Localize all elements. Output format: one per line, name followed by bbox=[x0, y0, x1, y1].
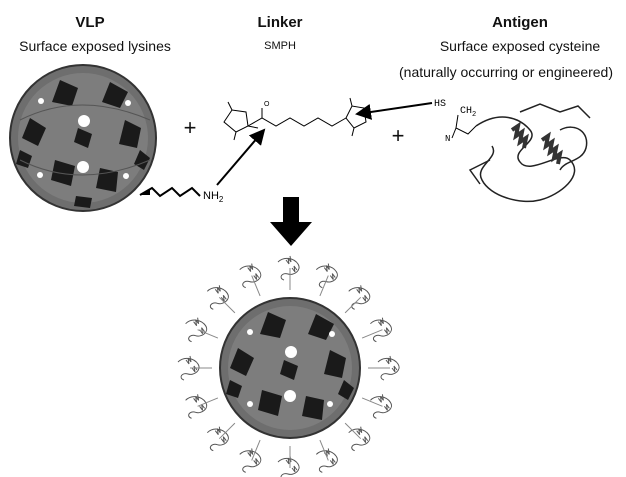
arrow-cysteine-to-linker bbox=[355, 102, 433, 120]
linker-oxygen-label: O bbox=[264, 101, 270, 108]
attached-antigen-icon bbox=[344, 422, 371, 452]
hs-label: HS bbox=[434, 99, 446, 110]
attached-antigen-icon bbox=[344, 285, 371, 314]
linker-title: Linker bbox=[257, 14, 303, 31]
attached-antigen-icon bbox=[239, 439, 262, 473]
attached-antigen-icon bbox=[361, 317, 392, 343]
antigen-note: (naturally occurring or engineered) bbox=[399, 64, 613, 80]
n-label: N bbox=[445, 134, 450, 144]
attached-antigen-icon bbox=[206, 422, 236, 452]
lysine-chain bbox=[139, 186, 201, 198]
attached-antigen-icon bbox=[277, 446, 300, 477]
attached-antigens bbox=[177, 255, 400, 477]
attached-antigen-icon bbox=[277, 255, 300, 290]
attached-antigen-icon bbox=[206, 285, 236, 314]
attached-antigen-icon bbox=[361, 394, 392, 419]
vlp-title: VLP bbox=[75, 14, 105, 31]
amine-label: NH2 bbox=[203, 190, 224, 204]
antigen-protein-icon bbox=[468, 103, 591, 203]
vlp-particle-icon bbox=[9, 64, 157, 212]
attached-antigen-icon bbox=[185, 394, 219, 419]
plus-sign-left: + bbox=[183, 115, 197, 140]
linker-subtitle: SMPH bbox=[264, 40, 296, 52]
smph-structure-icon bbox=[223, 97, 367, 141]
attached-antigen-icon bbox=[239, 263, 262, 297]
attached-antigen-icon bbox=[315, 439, 338, 473]
attached-antigen-icon bbox=[177, 355, 212, 381]
plus-sign-right: + bbox=[391, 123, 405, 148]
arrow-lysine-to-linker bbox=[216, 128, 266, 186]
antigen-title: Antigen bbox=[492, 14, 548, 31]
vlp-subtitle: Surface exposed lysines bbox=[19, 38, 171, 54]
ch2-label: CH2 bbox=[460, 106, 476, 119]
attached-antigen-icon bbox=[368, 355, 400, 381]
attached-antigen-icon bbox=[185, 317, 219, 343]
reaction-arrow-icon bbox=[270, 197, 312, 246]
antigen-subtitle: Surface exposed cysteine bbox=[439, 38, 601, 54]
conjugated-vlp-icon bbox=[219, 297, 361, 439]
attached-antigen-icon bbox=[315, 263, 338, 297]
